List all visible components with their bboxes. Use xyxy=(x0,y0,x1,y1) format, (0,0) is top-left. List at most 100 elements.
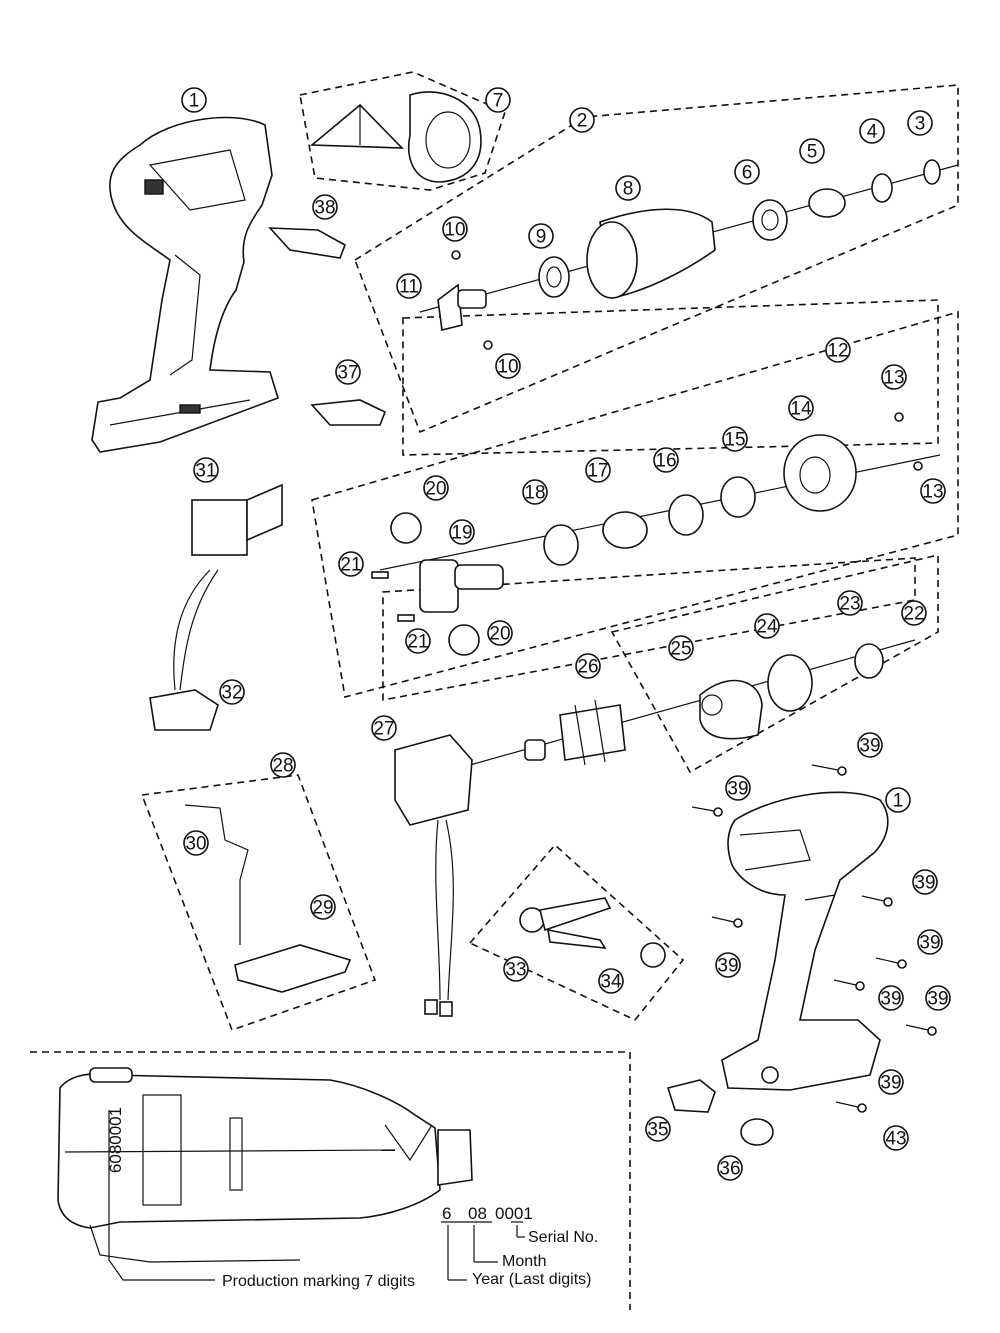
part-callout-39: 39 xyxy=(715,952,741,978)
callout-circle xyxy=(449,519,475,545)
callout-number: 9 xyxy=(536,227,547,248)
group-box-28 xyxy=(140,774,377,1032)
part-10-ball-a xyxy=(451,250,461,260)
callout-circle xyxy=(615,175,641,201)
part-9-washer-hole xyxy=(546,266,562,288)
callout-number: 13 xyxy=(883,368,904,389)
code-month-digits: 08 xyxy=(468,1204,487,1223)
part-callout-22: 22 xyxy=(901,600,927,626)
part-callout-21: 21 xyxy=(405,628,431,654)
callout-circle xyxy=(405,628,431,654)
part-10-ball-b xyxy=(483,340,493,350)
callout-circle xyxy=(528,223,554,249)
callout-number: 23 xyxy=(839,594,860,615)
part-36-spring xyxy=(740,1118,774,1146)
callout-number: 15 xyxy=(724,430,745,451)
part-callout-3: 3 xyxy=(907,110,933,136)
production-box xyxy=(30,1051,631,1310)
callout-number: 12 xyxy=(827,341,848,362)
group-box-12 xyxy=(402,299,939,456)
part-callout-14: 14 xyxy=(788,395,814,421)
callout-number: 28 xyxy=(272,756,293,777)
part-9-washer xyxy=(538,256,570,298)
callout-circle xyxy=(335,359,361,385)
callout-number: 18 xyxy=(524,483,545,504)
callout-number: 39 xyxy=(859,736,880,757)
part-callout-35: 35 xyxy=(645,1116,671,1142)
part-33-cable xyxy=(519,897,612,949)
callout-circle xyxy=(837,590,863,616)
part-callout-17: 17 xyxy=(585,457,611,483)
group-box-22 xyxy=(610,553,939,774)
part-callout-31: 31 xyxy=(193,457,219,483)
callout-circle xyxy=(857,732,883,758)
code-year-digit: 6 xyxy=(442,1204,451,1223)
callout-circle xyxy=(878,985,904,1011)
callout-circle xyxy=(396,273,422,299)
callout-number: 21 xyxy=(340,555,361,576)
callout-circle xyxy=(653,447,679,473)
callout-number: 39 xyxy=(914,873,935,894)
part-21-pin-a xyxy=(371,571,389,579)
callout-circle xyxy=(181,87,207,113)
part-callout-2: 2 xyxy=(569,107,595,133)
callout-circle xyxy=(668,635,694,661)
part-callout-13: 13 xyxy=(920,478,946,504)
callout-number: 38 xyxy=(314,198,335,219)
part-17-spring xyxy=(602,511,648,549)
callout-number: 39 xyxy=(927,989,948,1010)
part-15-ring xyxy=(720,476,756,518)
part-callout-5: 5 xyxy=(799,138,825,164)
callout-circle xyxy=(485,87,511,113)
callout-number: 43 xyxy=(885,1129,906,1150)
callout-circle xyxy=(912,869,938,895)
part-35-lamp xyxy=(666,1079,716,1113)
part-18-washer xyxy=(543,524,579,566)
part-20-gear-a xyxy=(390,512,422,544)
callout-circle xyxy=(442,216,468,242)
part-callout-25: 25 xyxy=(668,635,694,661)
callout-number: 29 xyxy=(312,898,333,919)
marking-label: Production marking 7 digits xyxy=(222,1273,415,1290)
callout-circle xyxy=(193,457,219,483)
callout-number: 10 xyxy=(444,220,465,241)
callout-circle xyxy=(907,110,933,136)
part-6-bearing xyxy=(752,199,788,241)
part-callout-39: 39 xyxy=(912,869,938,895)
callout-number: 2 xyxy=(577,111,588,132)
callout-number: 27 xyxy=(373,719,394,740)
part-24-o-ring xyxy=(767,654,813,712)
part-6-bearing-inner xyxy=(761,209,779,231)
code-leaders xyxy=(108,1110,525,1281)
part-callout-18: 18 xyxy=(522,479,548,505)
callout-number: 33 xyxy=(505,960,526,981)
part-callout-39: 39 xyxy=(878,1069,904,1095)
part-callout-24: 24 xyxy=(754,613,780,639)
callout-number: 11 xyxy=(399,277,419,298)
part-callout-36: 36 xyxy=(717,1155,743,1181)
part-38-plate xyxy=(268,227,346,259)
callout-number: 20 xyxy=(425,479,446,500)
callout-circle xyxy=(423,475,449,501)
callout-number: 8 xyxy=(623,179,634,200)
callout-number: 39 xyxy=(919,933,940,954)
part-callout-21: 21 xyxy=(338,551,364,577)
callout-number: 26 xyxy=(577,657,598,678)
part-callout-28: 28 xyxy=(270,752,296,778)
part-30-lead xyxy=(184,804,249,945)
callout-number: 19 xyxy=(451,523,472,544)
callout-circle xyxy=(487,620,513,646)
callout-circle xyxy=(754,613,780,639)
part-callout-33: 33 xyxy=(503,956,529,982)
part-callout-34: 34 xyxy=(598,968,624,994)
part-callout-20: 20 xyxy=(423,475,449,501)
part-callout-6: 6 xyxy=(734,159,760,185)
cover-parts xyxy=(309,91,482,183)
callout-circle xyxy=(878,1069,904,1095)
callout-circle xyxy=(575,653,601,679)
callout-circle xyxy=(788,395,814,421)
switch-31 xyxy=(173,483,283,691)
callout-circle xyxy=(183,830,209,856)
part-callout-26: 26 xyxy=(575,653,601,679)
